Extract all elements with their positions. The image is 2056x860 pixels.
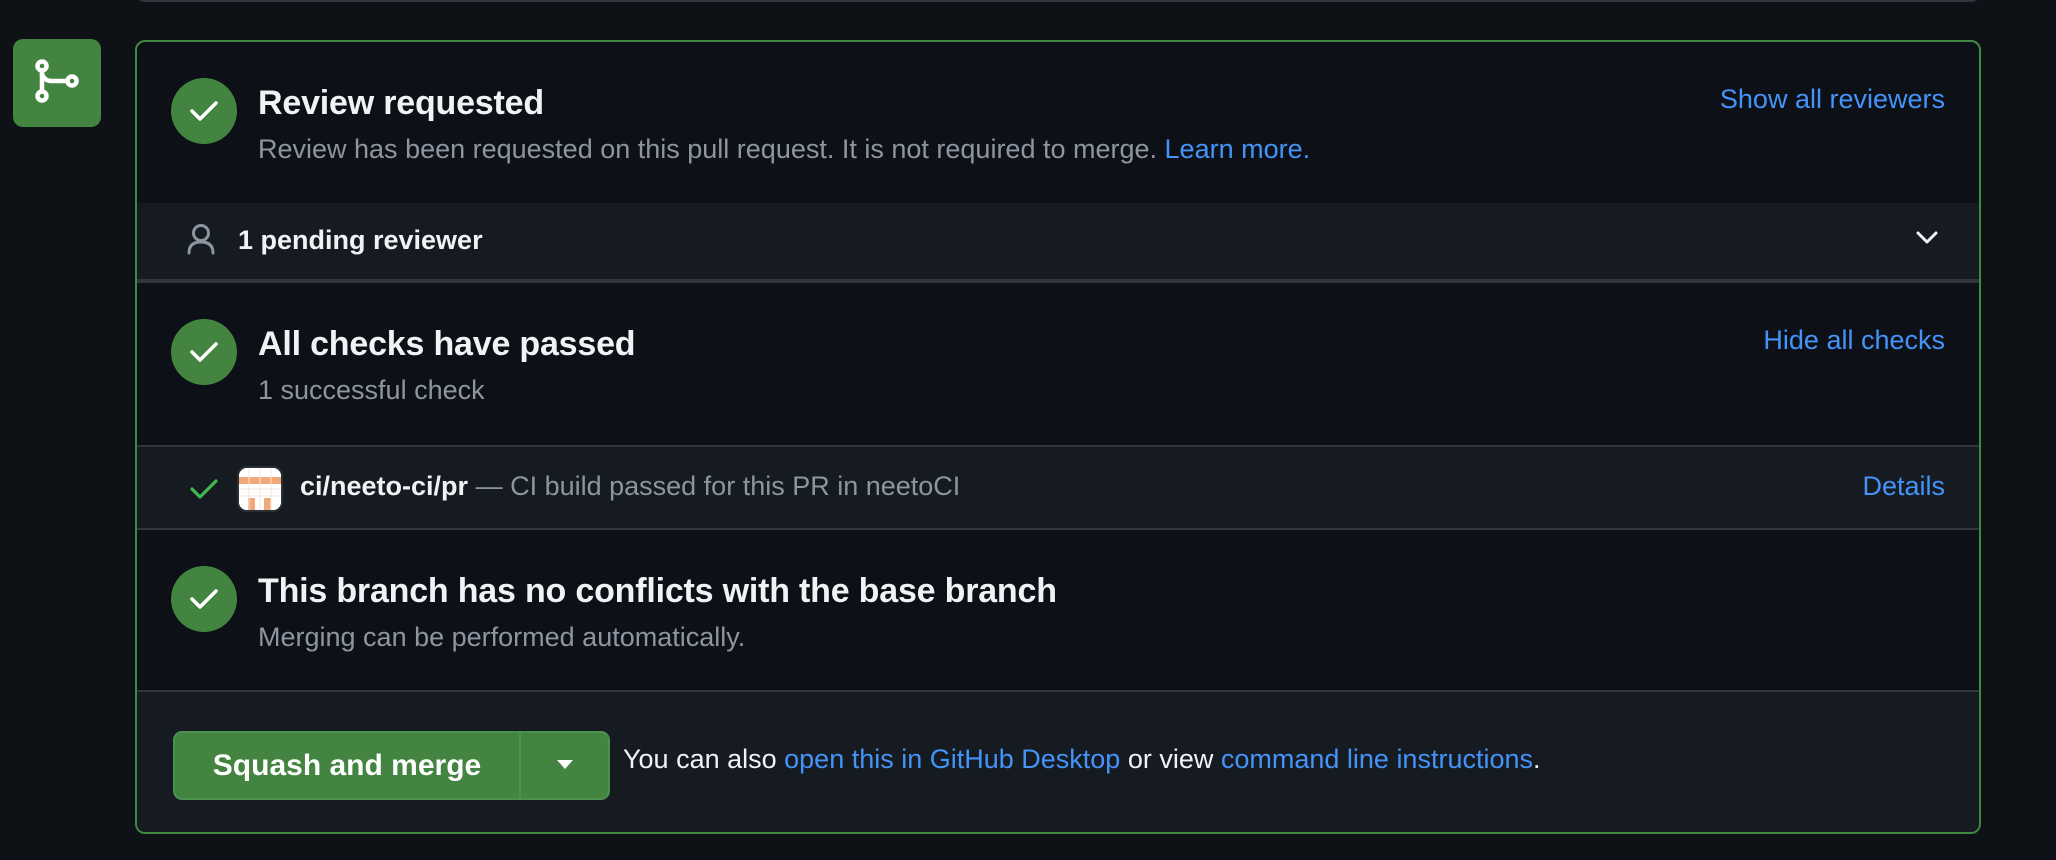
check-row: ci/neeto-ci/pr — CI build passed for thi…: [137, 447, 1979, 528]
review-title: Review requested: [258, 84, 544, 122]
check-circle-icon: [171, 566, 237, 632]
merge-method-dropdown-button[interactable]: [521, 733, 608, 798]
merge-box: Review requested Review has been request…: [135, 40, 1981, 834]
checks-summary: 1 successful check: [258, 375, 485, 405]
open-in-desktop-link[interactable]: open this in GitHub Desktop: [784, 744, 1121, 774]
review-requested-section: Review requested Review has been request…: [137, 42, 1979, 203]
merge-button-group: Squash and merge: [173, 731, 610, 800]
conflicts-title: This branch has no conflicts with the ba…: [258, 572, 1057, 610]
conflicts-section: This branch has no conflicts with the ba…: [137, 530, 1979, 690]
section-divider: [137, 445, 1979, 447]
check-description: — CI build passed for this PR in neetoCI: [475, 471, 961, 501]
git-merge-icon: [34, 58, 80, 109]
learn-more-link[interactable]: Learn more.: [1164, 134, 1311, 164]
check-details-link[interactable]: Details: [1862, 471, 1945, 501]
triangle-down-icon: [556, 757, 573, 775]
command-line-instructions-link[interactable]: command line instructions: [1220, 744, 1533, 774]
pending-reviewers-row[interactable]: 1 pending reviewer: [137, 203, 1979, 279]
section-divider: [137, 279, 1979, 283]
person-icon: [187, 223, 215, 260]
squash-and-merge-button[interactable]: Squash and merge: [212, 748, 482, 782]
section-divider: [137, 528, 1979, 530]
neetoci-logo-icon: [237, 466, 283, 512]
check-text: ci/neeto-ci/pr — CI build passed for thi…: [300, 471, 960, 502]
section-divider: [137, 690, 1979, 692]
merge-footer: Squash and merge You can also open this …: [137, 692, 1979, 832]
conflicts-description: Merging can be performed automatically.: [258, 622, 746, 652]
checks-section: All checks have passed 1 successful chec…: [137, 283, 1979, 445]
previous-timeline-box: [135, 0, 1981, 2]
chevron-down-icon[interactable]: [1915, 230, 1939, 251]
hide-all-checks-link[interactable]: Hide all checks: [1763, 325, 1945, 355]
merge-alternatives-text: You can also open this in GitHub Desktop…: [623, 744, 1541, 774]
review-description: Review has been requested on this pull r…: [258, 134, 1311, 164]
button-divider: [519, 733, 521, 798]
check-circle-icon: [171, 319, 237, 385]
check-name: ci/neeto-ci/pr: [300, 471, 469, 501]
show-all-reviewers-link[interactable]: Show all reviewers: [1719, 84, 1945, 114]
pending-reviewer-label: 1 pending reviewer: [238, 225, 483, 255]
merge-status-badge: [13, 39, 101, 127]
check-circle-icon: [171, 78, 237, 144]
check-icon: [189, 477, 219, 506]
checks-title: All checks have passed: [258, 325, 636, 363]
